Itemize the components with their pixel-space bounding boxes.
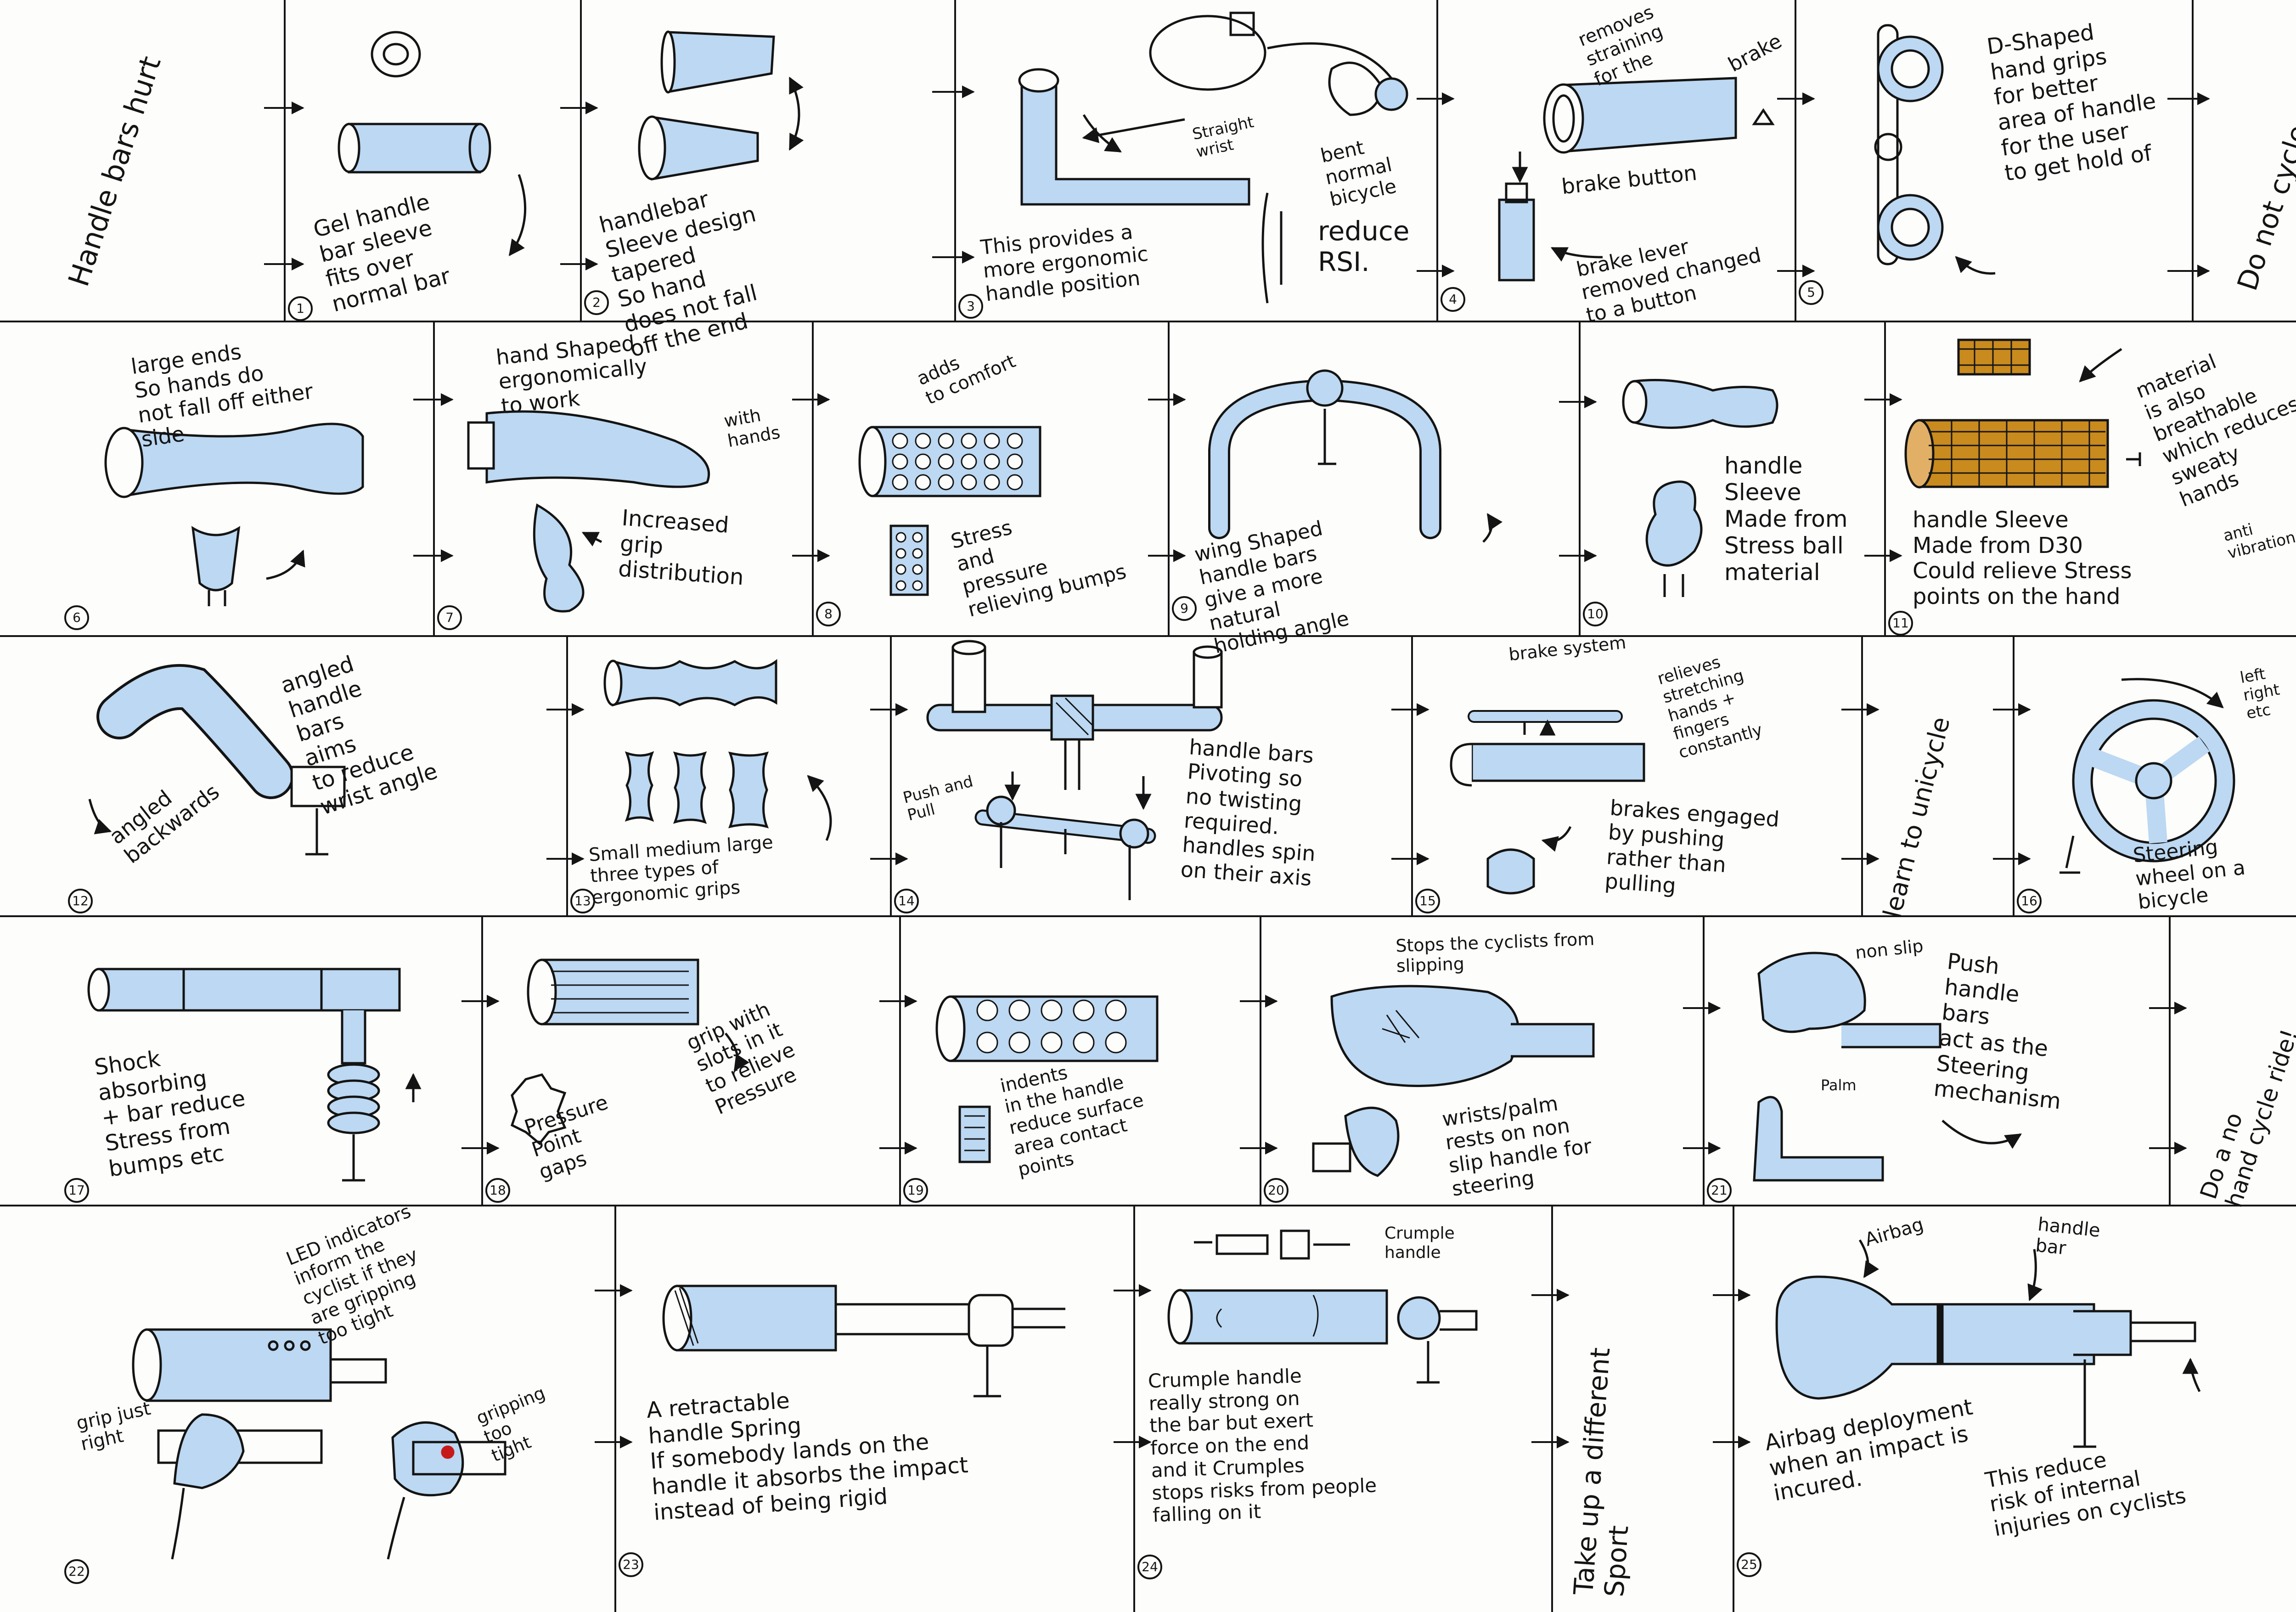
caption-crumple-handle: Crumple handle really strong on the bar … xyxy=(1148,1364,1377,1527)
panel-number-16: 16 xyxy=(2017,889,2042,913)
sketch-gel-sleeve xyxy=(338,31,527,256)
sketch-slotted-grip xyxy=(510,958,750,1145)
caption-d-shaped-grips: D-Shaped hand grips for better area of h… xyxy=(1985,19,2158,186)
sketch-d30-sleeve xyxy=(1904,338,2141,489)
sketch-three-ergonomic-grips xyxy=(603,659,832,841)
panel-number-7: 7 xyxy=(437,605,462,630)
sketch-bump-grip xyxy=(858,426,1041,596)
note-handle-bar: handle bar xyxy=(2034,1214,2101,1259)
panel-number-23: 23 xyxy=(619,1552,643,1577)
sketch-large-end-sleeve xyxy=(104,423,364,606)
panel-number-15: 15 xyxy=(1415,889,1440,913)
caption-palm-rest: wrists/palm rests on non slip handle for… xyxy=(1441,1092,1593,1201)
note-bent-normal-bicycle: bent normal bicycle xyxy=(1318,136,1399,211)
panel-number-3: 3 xyxy=(958,294,983,319)
sketch-tapered-sleeve xyxy=(638,30,804,180)
panel-number-8: 8 xyxy=(816,602,841,626)
note-palm: Palm xyxy=(1821,1077,1857,1094)
panel-number-11: 11 xyxy=(1888,611,1913,636)
note-stops-slipping: Stops the cyclists from slipping xyxy=(1395,929,1595,976)
panel-number-20: 20 xyxy=(1264,1178,1289,1203)
note-crumple-handle: Crumple handle xyxy=(1384,1224,1455,1262)
sketch-indented-grip xyxy=(935,995,1159,1163)
caption-steering-wheel: Steering wheel on a bicycle xyxy=(2132,835,2246,914)
panel-number-17: 17 xyxy=(64,1178,89,1203)
note-reduce-rsi: reduce RSI. xyxy=(1318,215,1410,278)
panel-number-22: 22 xyxy=(64,1559,89,1584)
sketch-retractable-spring-handle xyxy=(662,1285,1065,1398)
panel-number-1: 1 xyxy=(288,296,313,321)
caption-hand-shaped-grip: hand Shaped ergonomically to work xyxy=(495,330,648,419)
caption-pivoting-bars: handle bars Pivoting so no twisting requ… xyxy=(1180,734,1317,891)
caption-push-brakes: brakes engaged by pushing rather than pu… xyxy=(1604,795,1780,898)
panel-number-2: 2 xyxy=(584,290,609,315)
sketch-pivoting-handlebars xyxy=(926,640,1223,900)
caption-stress-ball-sleeve: handle Sleeve Made from Stress ball mate… xyxy=(1724,452,1848,586)
caption-retractable-spring: A retractable handle Spring If somebody … xyxy=(646,1387,969,1526)
panel-number-6: 6 xyxy=(64,605,89,630)
panel-number-13: 13 xyxy=(570,889,595,913)
sketch-angled-handlebars xyxy=(88,664,346,856)
panel-number-14: 14 xyxy=(894,889,919,913)
panel-number-5: 5 xyxy=(1799,280,1823,305)
panel-number-4: 4 xyxy=(1441,287,1465,312)
sketch-shock-absorbing-bar xyxy=(87,968,422,1182)
flow-arrows xyxy=(264,85,2210,1449)
panel-number-21: 21 xyxy=(1707,1178,1732,1203)
sketch-stress-ball-sleeve xyxy=(1622,379,1778,597)
sketch-wing-handlebars xyxy=(1208,369,1503,543)
panel-number-9: 9 xyxy=(1172,596,1197,621)
sketch-d-shaped-grips xyxy=(1874,24,1996,275)
panel-number-19: 19 xyxy=(903,1178,928,1203)
sketch-ergonomic-bent-bar xyxy=(1018,11,1408,304)
sketch-steering-wheel xyxy=(2060,678,2235,874)
caption-d30-sleeve: handle Sleeve Made from D30 Could reliev… xyxy=(1913,507,2132,610)
panel-number-18: 18 xyxy=(485,1178,510,1203)
sketch-airbag-handle xyxy=(1775,1239,2201,1448)
sketch-brake-button xyxy=(1498,77,1775,282)
panel-number-24: 24 xyxy=(1137,1555,1162,1579)
caption-increased-grip: Increased grip distribution xyxy=(617,505,745,591)
sketch-crumple-handle xyxy=(1167,1229,1478,1384)
sketch-led-indicator-grip xyxy=(132,1328,506,1560)
sketch-palm-rest-handle xyxy=(1312,985,1595,1177)
sketch-hand-shaped-grip xyxy=(467,410,710,613)
panel-number-12: 12 xyxy=(68,889,93,913)
sketch-push-steering xyxy=(1753,952,2022,1182)
caption-shock-absorbing: Shock absorbing + bar reduce Stress from… xyxy=(93,1046,247,1182)
sketch-push-brake xyxy=(1450,716,1645,895)
panel-number-25: 25 xyxy=(1737,1552,1761,1577)
caption-three-grips: Small medium large three types of ergono… xyxy=(588,832,774,908)
panel-number-10: 10 xyxy=(1583,602,1608,626)
caption-push-steering: Push handle bars act as the Steering mec… xyxy=(1932,948,2062,1115)
